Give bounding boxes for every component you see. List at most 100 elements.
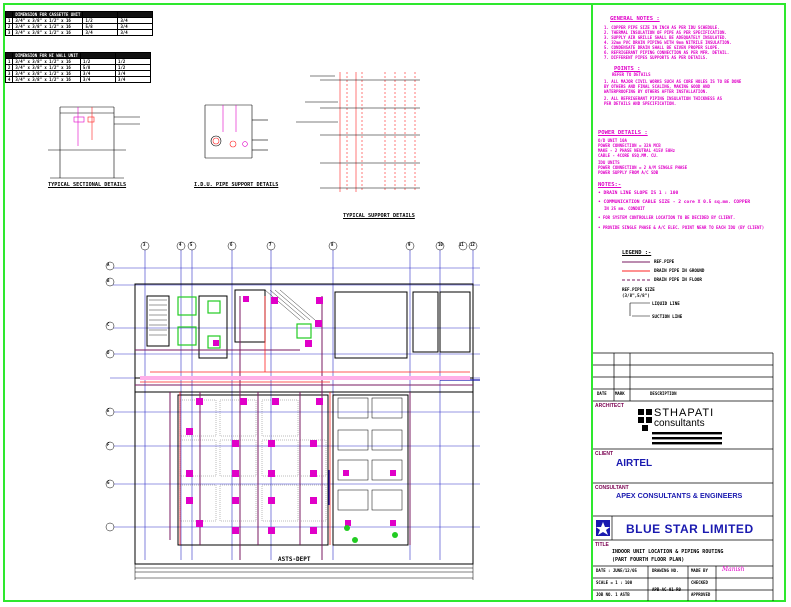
general-note: 2. THERMAL INSULATION OF PIPE AS PER SPE… bbox=[604, 30, 727, 35]
grid-label: E bbox=[107, 408, 110, 413]
column-label: 11 bbox=[459, 242, 464, 247]
grid-label: G bbox=[107, 480, 110, 485]
points-sub: REFER TO DETAILS bbox=[612, 72, 651, 77]
notes-title: NOTES:- bbox=[598, 182, 622, 188]
plan-label: ASTS-DEPT bbox=[278, 556, 311, 563]
bluestar-logo bbox=[596, 520, 610, 536]
contractor-name: BLUE STAR LIMITED bbox=[626, 522, 754, 536]
column-label: 6 bbox=[230, 242, 233, 247]
grid-label: B bbox=[107, 278, 110, 283]
date-field: DATE : JUNE/12/05 bbox=[596, 568, 637, 573]
power-note: CABLE - 4CORE 6SQ.MM. CU. bbox=[598, 153, 659, 158]
pipe-size-value: (3/8",5/8") bbox=[622, 293, 650, 298]
architect-sub: consultants bbox=[654, 418, 705, 429]
floor-plan bbox=[110, 248, 480, 565]
approved-label: APPROVED bbox=[691, 592, 711, 597]
suction-line-label: SUCTION LINE bbox=[652, 314, 683, 319]
power-note: POWER CONNECTION = 32A MCB bbox=[598, 143, 661, 148]
pipe-size-label: REF.PIPE SIZE bbox=[622, 287, 655, 292]
titleblock-lines bbox=[593, 352, 774, 601]
grid-label: A bbox=[107, 262, 110, 267]
architect-name: STHAPATI bbox=[654, 407, 715, 419]
point-note: WATERPROOFING BY OTHERS AFTER INSTALLATI… bbox=[604, 89, 708, 94]
idu-markers bbox=[186, 296, 396, 534]
consultant-name: APEX CONSULTANTS & ENGINEERS bbox=[616, 491, 743, 500]
general-note: 6. REFRIGERANT PIPING CONNECTION AS PER … bbox=[604, 50, 730, 55]
client-label: CLIENT bbox=[595, 451, 614, 457]
signature: Manish bbox=[722, 566, 745, 573]
note-bullet: • DRAIN LINE SLOPE IS 1 : 100 bbox=[598, 191, 679, 196]
liquid-line-label: LIQUID LINE bbox=[652, 301, 680, 306]
sthapati-logo bbox=[638, 409, 722, 445]
general-note: 5. CONDENSATE DRAIN SHALL BE GIVEN PROPE… bbox=[604, 45, 720, 50]
consultant-label: CONSULTANT bbox=[595, 485, 629, 491]
title-line-1: INDOOR UNIT LOCATION & PIPING ROUTING bbox=[612, 549, 724, 555]
idu-support-caption: I.D.U. PIPE SUPPORT DETAILS bbox=[194, 182, 279, 188]
client-name: AIRTEL bbox=[616, 458, 653, 469]
description-header: DESCRIPTION bbox=[650, 391, 677, 396]
column-label: 8 bbox=[331, 242, 334, 247]
scale-field: SCALE = 1 : 100 bbox=[596, 580, 633, 585]
sectional-detail bbox=[48, 106, 140, 179]
column-label: 10 bbox=[438, 242, 443, 247]
legend-lines bbox=[622, 261, 650, 317]
date-header: DATE bbox=[597, 391, 607, 396]
power-note: IDU UNITS bbox=[598, 160, 620, 165]
power-note: POWER SUPPLY FROM A/C SDB bbox=[598, 170, 659, 175]
title-line-2: (PART FOURTH FLOOR PLAN) bbox=[612, 557, 685, 563]
column-label: 9 bbox=[408, 242, 411, 247]
drawing-no-label: DRAWING NO. bbox=[652, 568, 679, 573]
grid-label: D bbox=[107, 350, 110, 355]
general-note: 7. DIFFERENT PIPES SUPPORTS AS PER DETAI… bbox=[604, 55, 708, 60]
idu-support-detail bbox=[204, 104, 268, 159]
architect-label: ARCHITECT bbox=[595, 403, 624, 409]
column-label: 7 bbox=[269, 242, 272, 247]
point-note: BY OTHERS AND FINAL SCALING, MAKING GOOD… bbox=[604, 84, 710, 89]
table-header: DIMENSION FOR CASSETTE UNIT bbox=[12, 11, 84, 18]
legend-item: REF.PIPE bbox=[654, 259, 675, 264]
column-label: 4 bbox=[179, 242, 182, 247]
general-notes-title: GENERAL NOTES : bbox=[610, 16, 660, 22]
general-note: 3. SUPPLY AIR GRILLE SHALL BE ADEQUATELY… bbox=[604, 35, 727, 40]
column-label: 5 bbox=[190, 242, 193, 247]
typical-support-detail bbox=[296, 72, 420, 192]
legend-title: LEGEND :- bbox=[622, 250, 652, 256]
column-label: 12 bbox=[470, 242, 475, 247]
power-note: MAKE - 2 PHASE NEUTRAL 415V 50Hz bbox=[598, 148, 676, 153]
legend-item: DRAIN PIPE IN GROUND bbox=[654, 268, 705, 273]
sectional-caption: TYPICAL SECTIONAL DETAILS bbox=[48, 182, 127, 188]
mark-header: MARK bbox=[615, 391, 625, 396]
support-caption: TYPICAL SUPPORT DETAILS bbox=[343, 213, 415, 219]
point-note: 1. ALL MAJOR CIVIL WORKS SUCH AS CORE HO… bbox=[604, 79, 742, 84]
points-title: POINTS : bbox=[614, 66, 641, 72]
misc-marks bbox=[344, 525, 398, 543]
note-bullet: • PROVIDE SINGLE PHASE & A/C ELEC. POINT… bbox=[598, 225, 765, 230]
note-bullet: • COMMUNICATION CABLE SIZE - 2 core X 0.… bbox=[598, 200, 751, 205]
power-title: POWER DETAILS : bbox=[598, 130, 648, 136]
general-note: 1. COPPER PIPE SIZE IN INCH AS PER IDU S… bbox=[604, 25, 720, 30]
point-note: PER DETAILS AND SPECIFICATION. bbox=[604, 101, 677, 106]
power-note: POWER CONNECTION = 2 A/M SINGLE PHASE bbox=[598, 165, 688, 170]
sheet-border bbox=[3, 3, 786, 602]
made-by-label: MADE BY bbox=[691, 568, 708, 573]
note-bullet: • FOR SYSTEM CONTROLLER LOCATION TO BE D… bbox=[598, 215, 736, 220]
job-no-field: JOB NO. 1 ASTB bbox=[596, 592, 630, 597]
note-bullet-cont: IN 25 mm. CONDUIT bbox=[604, 206, 645, 211]
point-note: 2. ALL REFRIGERANT PIPING INSULATION THI… bbox=[604, 96, 723, 101]
power-note: O/D UNIT 10A bbox=[598, 138, 627, 143]
grid-label: F bbox=[107, 442, 110, 447]
general-note: 4. 32mm PVC DRAIN PIPING WITH 9mm NITRIL… bbox=[604, 40, 732, 45]
titleblock-separator bbox=[591, 5, 593, 601]
grid-label: C bbox=[107, 322, 110, 327]
checked-label: CHECKED bbox=[691, 580, 708, 585]
legend-item: DRAIN PIPE IN FLOOR bbox=[654, 277, 702, 282]
table-header: DIMENSION FOR HI WALL UNIT bbox=[12, 52, 82, 59]
title-label: TITLE bbox=[595, 542, 609, 548]
column-label: 3 bbox=[143, 242, 146, 247]
